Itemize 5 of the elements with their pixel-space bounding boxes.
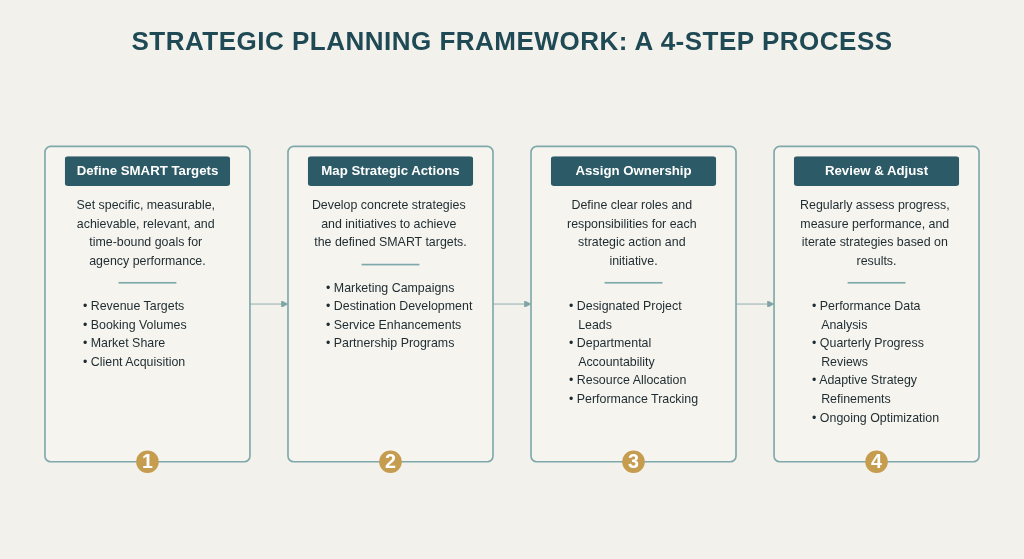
node-circle: 1 [136,450,159,474]
node-circle: 3 [622,450,645,474]
node-circle: 4 [865,450,888,474]
title: STRATEGIC PLANNING FRAMEWORK: A 4-STEP PROCESS [130,26,894,57]
node-circle: 2 [379,450,402,474]
